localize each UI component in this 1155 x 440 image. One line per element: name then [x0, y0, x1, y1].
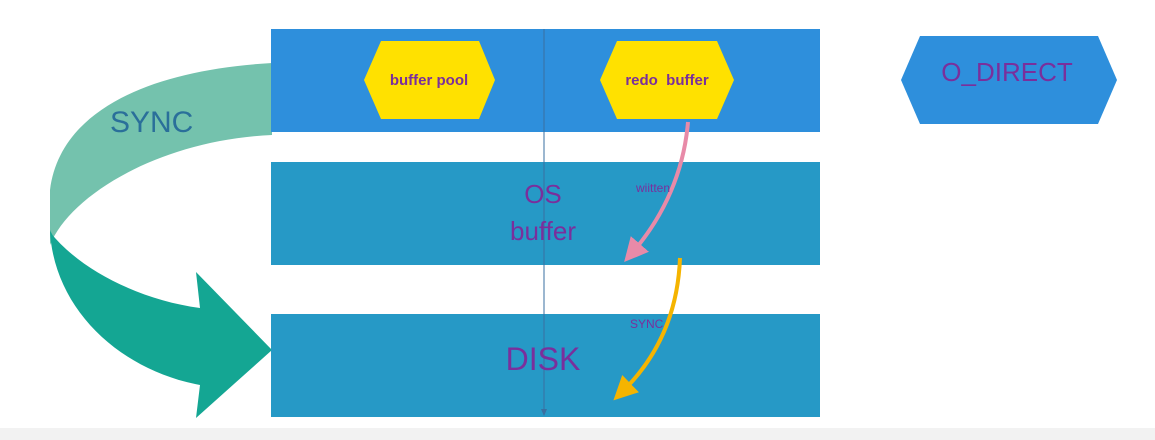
written-arrow — [624, 121, 690, 263]
buffer-pool-label: buffer pool — [390, 72, 468, 89]
bottom-strip — [0, 428, 1155, 440]
os-label-line1: OS — [524, 179, 562, 209]
disk-layer — [271, 314, 820, 417]
redo-buffer-label: redo buffer — [625, 72, 708, 89]
sync-big-label: SYNC — [110, 106, 193, 139]
sync-small-label: SYNC — [630, 317, 664, 331]
disk-label: DISK — [506, 341, 581, 377]
os-buffer-layer — [271, 162, 820, 265]
top-layer-band — [271, 29, 820, 132]
os-label-line2: buffer — [510, 216, 576, 246]
o-direct-hexagon — [901, 36, 1117, 124]
redo-buffer-hexagon — [600, 41, 734, 119]
buffer-pool-hexagon — [364, 41, 495, 119]
sync-big-arrow-head — [50, 232, 272, 418]
written-label: wiitten — [635, 181, 670, 195]
o-direct-label: O_DIRECT — [941, 57, 1073, 87]
sync-big-arrow-band — [50, 63, 272, 245]
vertical-divider-arrowhead — [541, 409, 547, 416]
sync-small-arrow — [613, 257, 682, 401]
